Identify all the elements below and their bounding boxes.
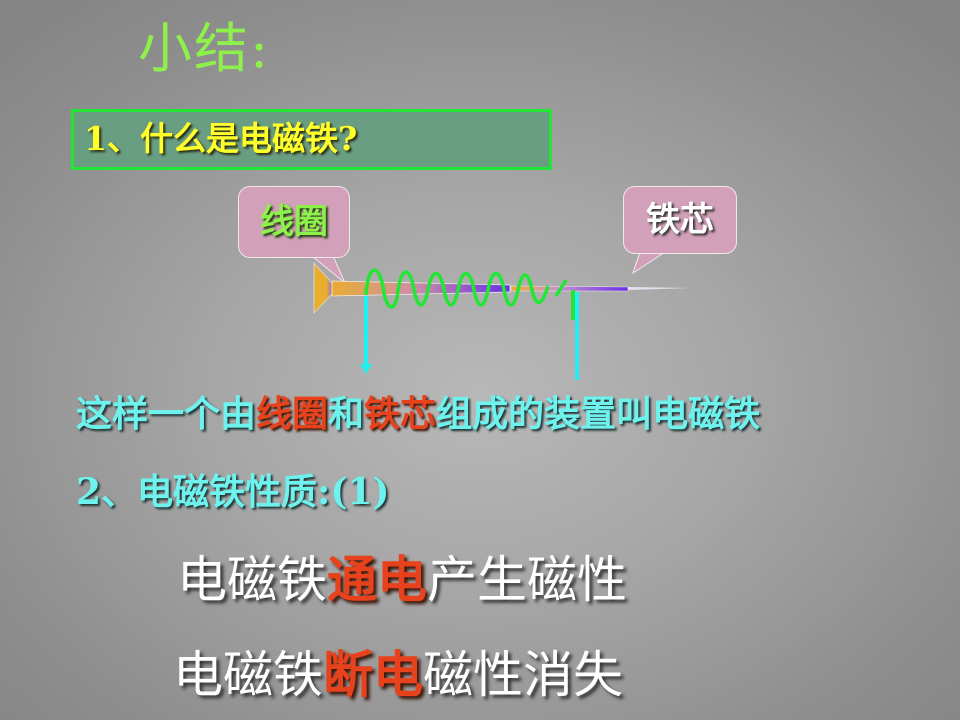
callout-coil: 线圈	[238, 186, 350, 258]
highlight-coil: 线圈	[256, 393, 329, 435]
property-energized: 电磁铁通电产生磁性	[177, 555, 627, 606]
callout-iron-core: 铁芯	[623, 186, 737, 254]
property-part: 磁性消失	[423, 646, 623, 704]
arrow-down-icon	[360, 364, 372, 374]
property-part: 电磁铁	[177, 551, 327, 609]
section-2-heading: 2、电磁铁性质:(1)	[76, 471, 390, 513]
question-box: 1、什么是电磁铁?	[71, 109, 552, 170]
definition-text: 这样一个由线圈和铁芯组成的装置叫电磁铁	[76, 396, 760, 432]
highlight-iron-core: 铁芯	[364, 393, 437, 435]
definition-part: 和	[328, 393, 365, 435]
definition-part: 这样一个由	[76, 393, 257, 435]
property-part: 电磁铁	[173, 646, 323, 704]
callout-tail-core	[632, 251, 667, 275]
nail-shaft	[331, 280, 511, 297]
question-text: 1、什么是电磁铁?	[84, 119, 358, 158]
property-de-energized: 电磁铁断电磁性消失	[173, 650, 623, 701]
highlight-power-on: 通电	[327, 550, 427, 609]
nail-shaft-tip	[510, 285, 629, 292]
nail-point	[628, 287, 690, 290]
slide-title: 小结:	[138, 17, 271, 80]
coil-wire	[364, 268, 568, 309]
highlight-power-off: 断电	[323, 645, 423, 704]
definition-part: 组成的装置叫电磁铁	[436, 393, 761, 435]
property-part: 产生磁性	[427, 551, 627, 609]
